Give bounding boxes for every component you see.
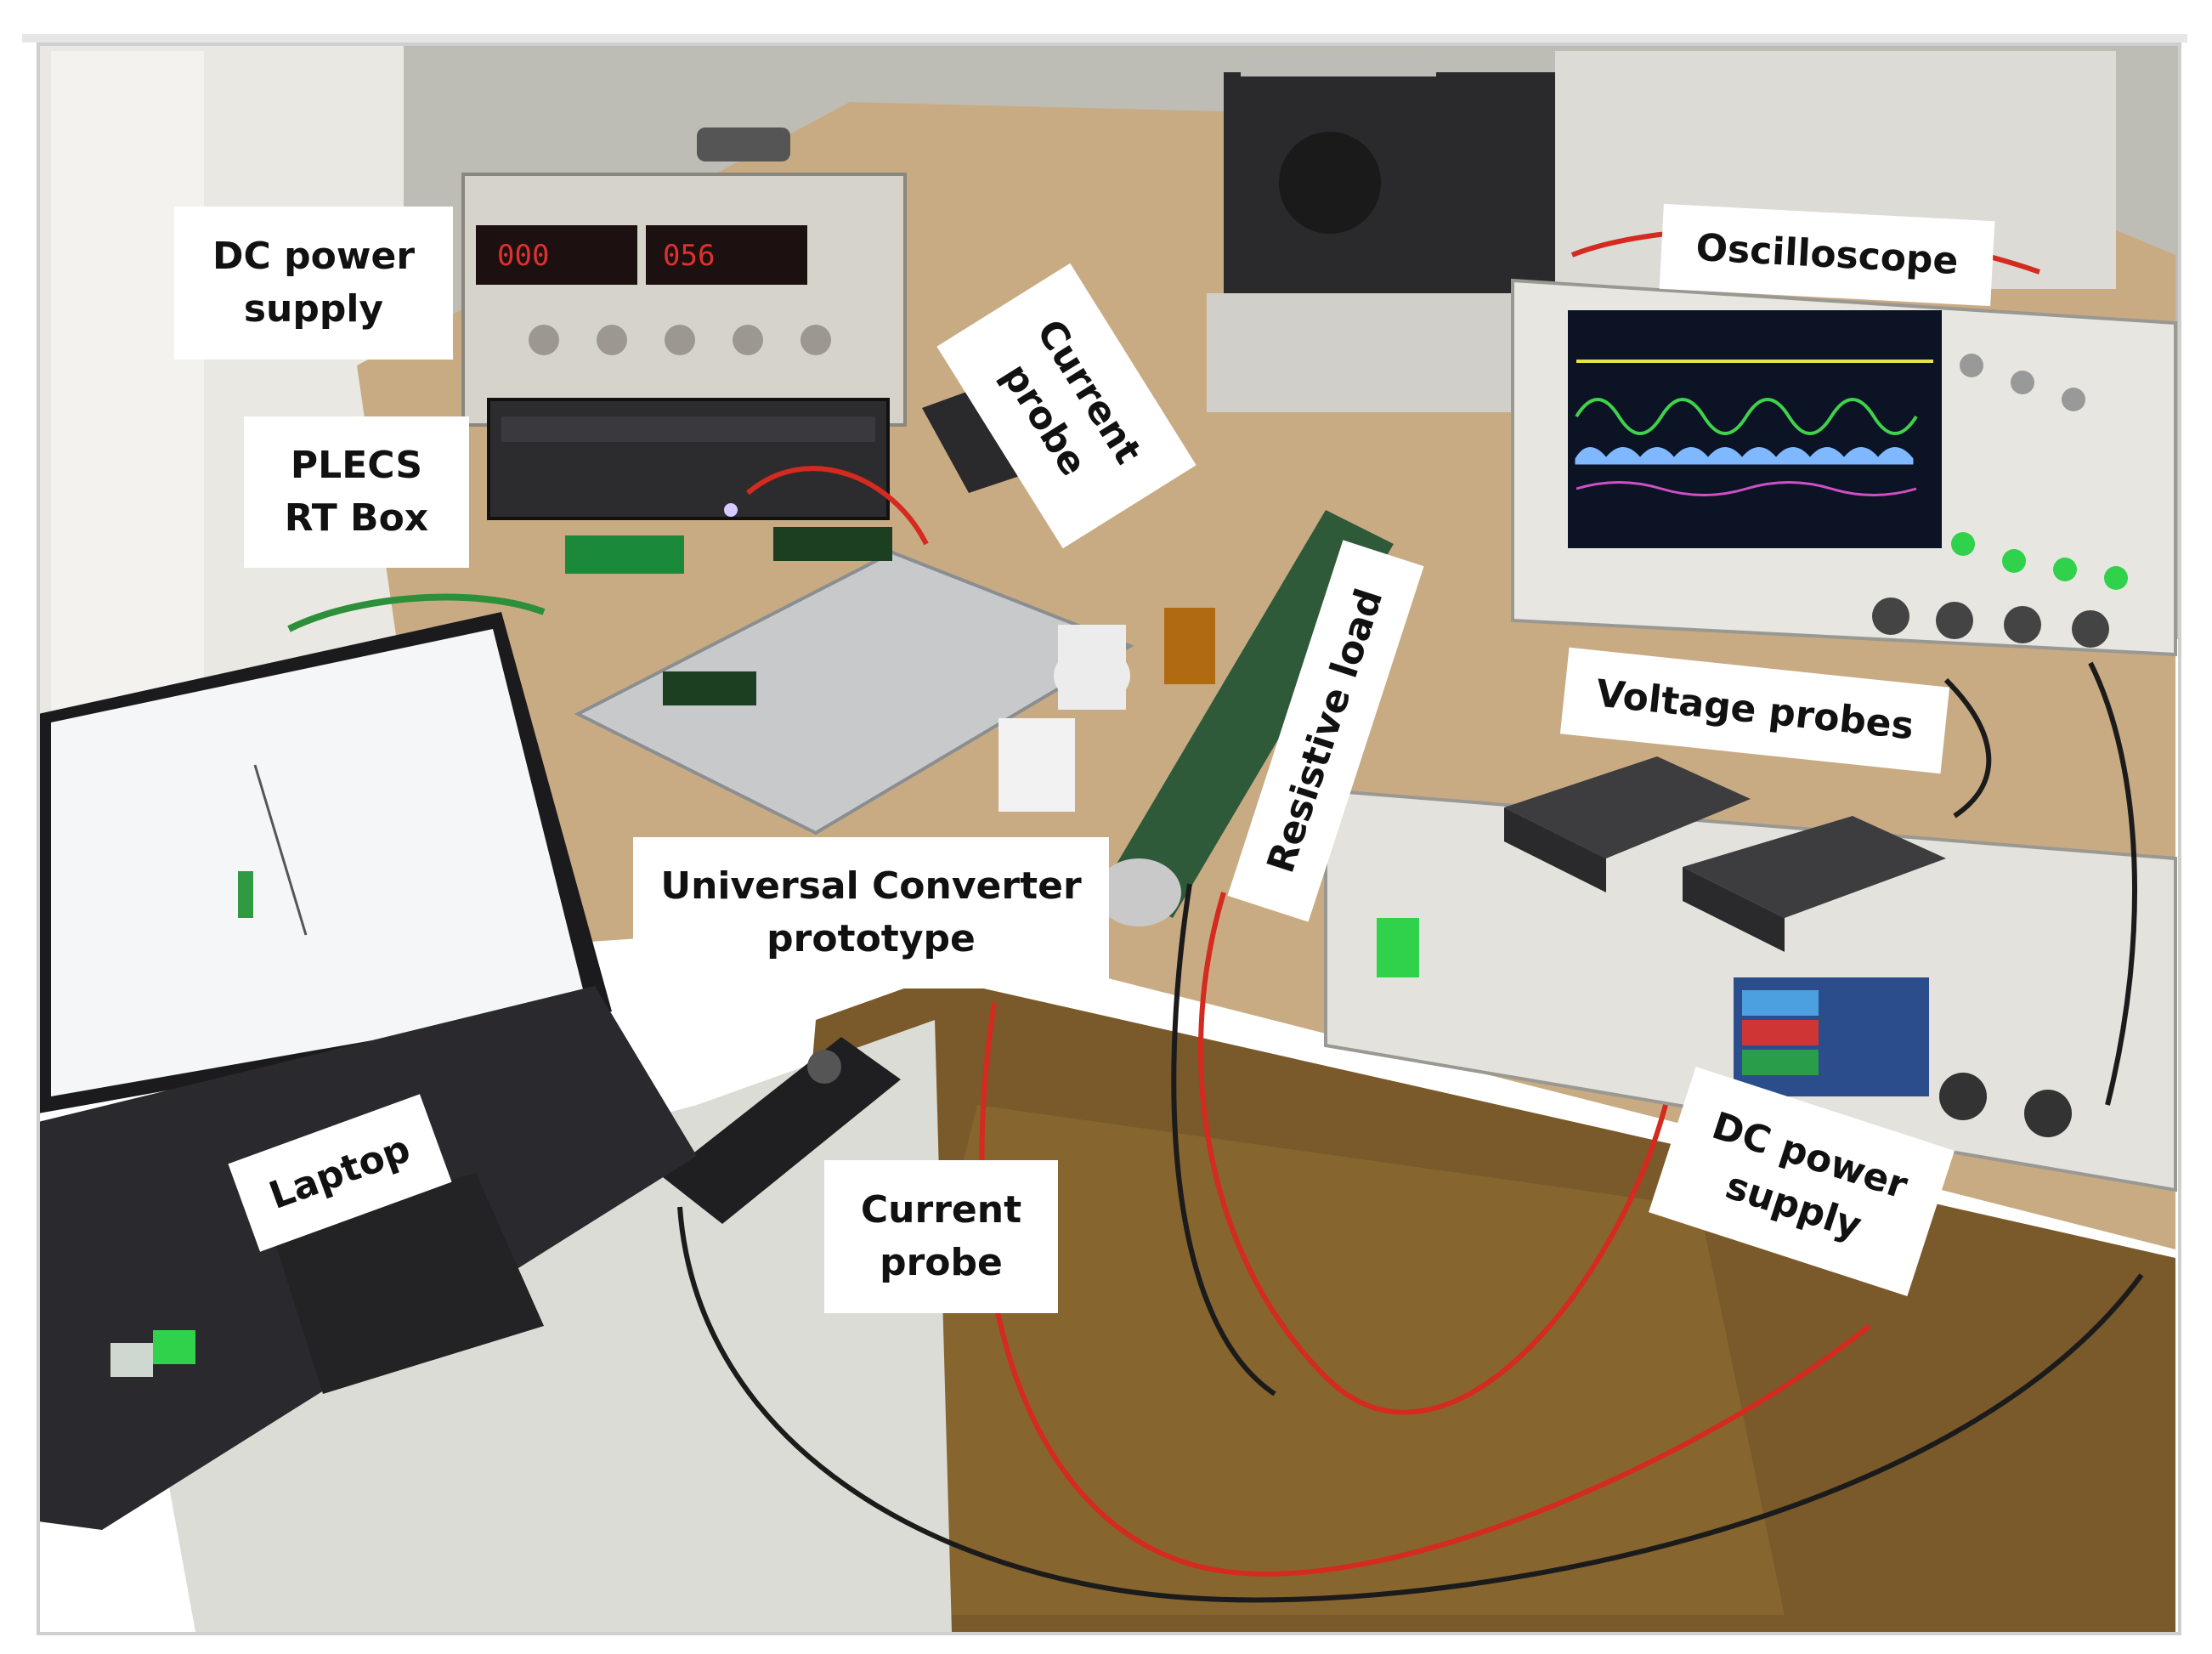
label-universal-converter-prototype: Universal Converter prototype	[633, 837, 1109, 988]
bench-dc-power-supply: 000 056	[461, 127, 907, 427]
current-probe-lower-device	[663, 1037, 901, 1224]
label-line: DC power	[212, 235, 416, 278]
converter-board	[565, 527, 1215, 835]
label-line: RT Box	[284, 496, 429, 540]
voltage-probes	[1504, 756, 1946, 952]
dc-power-supply-unit	[1324, 788, 2177, 1192]
lab-equipment-stack	[1207, 51, 1555, 412]
svg-text:000: 000	[497, 239, 549, 273]
label-oscilloscope: Oscilloscope	[1659, 203, 1995, 307]
scope-trace-green	[1575, 398, 1918, 435]
label-plecs-rt-box: PLECS RT Box	[244, 416, 469, 568]
label-line: supply	[243, 287, 384, 331]
label-line: Current	[860, 1188, 1022, 1232]
plecs-rt-box	[487, 398, 890, 520]
scope-trace-blue	[1575, 447, 1914, 465]
svg-text:056: 056	[663, 239, 715, 273]
laptop-screen	[51, 629, 586, 1096]
label-line: PLECS	[290, 444, 423, 487]
label-line: Universal Converter	[660, 864, 1082, 908]
scope-trace-magenta	[1576, 481, 1917, 496]
oscilloscope	[1511, 51, 2177, 657]
laptop	[38, 612, 697, 1530]
current-probe-upper-device	[922, 391, 1020, 493]
label-line: probe	[880, 1241, 1003, 1284]
label-current-probe-bottom: Current probe	[824, 1160, 1058, 1313]
label-dc-power-supply-top: DC power supply	[174, 207, 453, 360]
label-line: Oscilloscope	[1694, 225, 1960, 284]
label-line: prototype	[767, 917, 976, 960]
label-line: Voltage probes	[1593, 671, 1916, 749]
